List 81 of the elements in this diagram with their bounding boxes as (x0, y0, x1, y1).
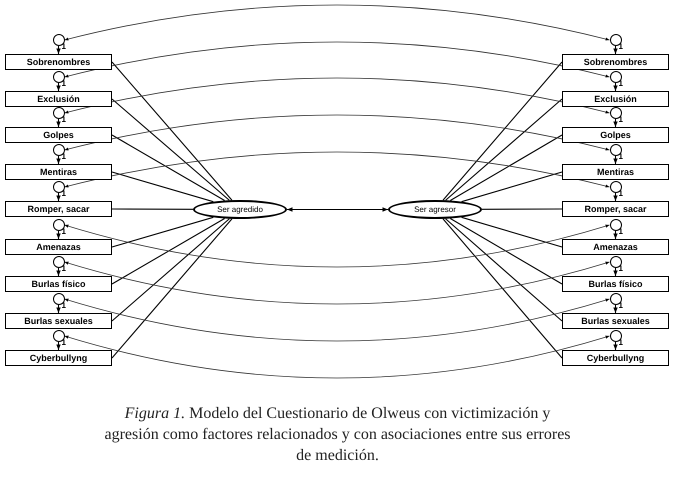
indicator-label: Burlas físico (31, 280, 86, 288)
indicator-box (562, 276, 669, 292)
indicator-label: Burlas físico (588, 280, 643, 288)
arrow (64, 224, 610, 268)
indicator-label: Sobrenombres (26, 58, 90, 66)
arrow (56, 156, 61, 164)
indicator-box (5, 276, 112, 292)
indicator-label: Amenazas (36, 242, 81, 252)
connector-line (450, 218, 562, 284)
arrow (613, 119, 618, 127)
indicator-label: Golpes (43, 130, 74, 140)
indicator-label: Cyberbullyng (586, 354, 644, 362)
connector-line (112, 218, 232, 358)
connector-line (112, 134, 225, 201)
connector-line (442, 218, 562, 358)
indicator-box (562, 201, 669, 217)
arrow (613, 305, 618, 313)
indicator-box (5, 201, 112, 217)
indicator-box (5, 54, 112, 70)
arrow (613, 268, 618, 276)
indicator-label: Burlas sexuales (24, 316, 93, 326)
connector-line (445, 98, 562, 201)
arrow (56, 46, 61, 54)
indicator-label: Golpes (600, 130, 631, 140)
indicator-label: Romper, sacar (27, 204, 90, 214)
indicator-label: Sobrenombres (584, 58, 648, 66)
factor-label: Ser agresor (414, 206, 456, 214)
arrow (64, 4, 610, 41)
arrow (287, 207, 388, 212)
connector-line (482, 208, 562, 210)
arrow (64, 114, 610, 151)
arrow (56, 119, 61, 127)
arrow (56, 305, 61, 313)
arrow (613, 83, 618, 91)
connector-line (442, 62, 562, 200)
indicator-box (562, 350, 669, 366)
arrow (64, 78, 610, 114)
arrow (64, 336, 610, 378)
arrow (64, 262, 610, 304)
connector-line (112, 218, 230, 322)
connector-line (445, 218, 562, 322)
indicator-box (562, 127, 669, 143)
indicator-box (562, 313, 669, 329)
arrow (613, 231, 618, 239)
indicator-box (562, 54, 669, 70)
indicator-box (5, 239, 112, 255)
indicator-box (5, 350, 112, 366)
figure-caption: Figura 1. Modelo del Cuestionario de Olweus con victimización y agresión como factores relacionados y con asociaciones entre sus errores de medición. (103, 404, 572, 466)
indicator-label: Mentiras (40, 168, 77, 176)
indicator-label: Burlas sexuales (581, 316, 650, 326)
indicator-box (5, 127, 112, 143)
indicator-box (5, 313, 112, 329)
indicator-box (5, 164, 112, 180)
indicator-label: Amenazas (593, 242, 638, 252)
arrow (56, 268, 61, 276)
arrow (56, 342, 61, 350)
factor-label: Ser agredido (217, 206, 263, 214)
indicator-label: Cyberbullyng (30, 354, 88, 362)
arrow (613, 46, 618, 54)
connector-line (112, 218, 225, 284)
arrow (613, 193, 618, 201)
indicator-label: Exclusión (594, 94, 637, 104)
arrow (64, 298, 610, 342)
connector-line (450, 134, 562, 201)
indicator-box (562, 164, 669, 180)
arrow (64, 152, 610, 188)
indicator-label: Mentiras (596, 168, 634, 176)
indicator-box (562, 91, 669, 107)
arrow (613, 156, 618, 164)
indicator-box (562, 239, 669, 255)
indicator-label: Exclusión (37, 94, 80, 104)
arrow (56, 83, 61, 91)
arrow (613, 342, 618, 350)
indicator-box (5, 91, 112, 107)
connector-line (112, 98, 230, 201)
arrow (56, 231, 61, 239)
arrow (64, 42, 610, 78)
connector-line (112, 62, 232, 200)
indicator-label: Romper, sacar (584, 204, 647, 214)
arrow (56, 193, 61, 201)
connector-line (112, 208, 194, 210)
